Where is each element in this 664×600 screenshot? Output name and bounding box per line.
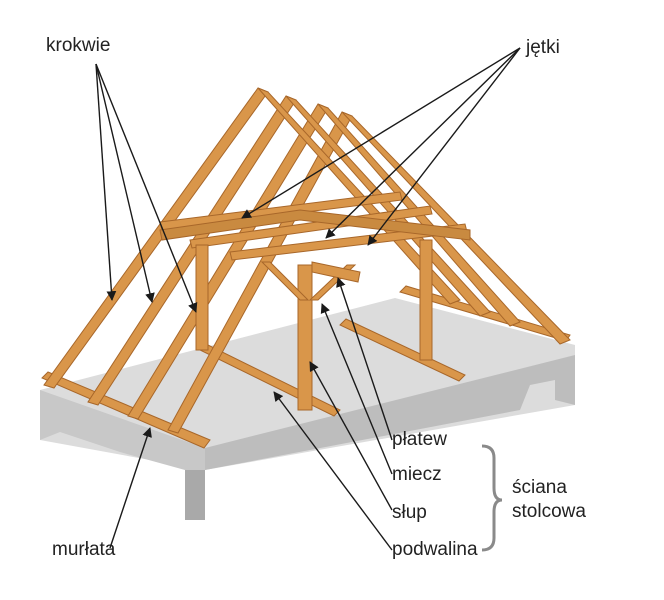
label-sciana-line1: ściana xyxy=(512,477,567,498)
label-murlata: murłata xyxy=(52,539,116,560)
arrow-murlata xyxy=(109,427,152,549)
grouping-brace xyxy=(481,444,503,552)
arrow-jetki-3 xyxy=(367,47,521,246)
arrow-krokwie-1 xyxy=(95,63,117,301)
arrow-platew xyxy=(336,277,393,441)
arrow-slup xyxy=(309,361,393,511)
arrow-jetki-1 xyxy=(241,47,521,219)
label-miecz: miecz xyxy=(392,464,442,485)
label-platew: płatew xyxy=(392,429,447,450)
arrow-krokwie-3 xyxy=(95,63,198,313)
braces xyxy=(260,261,361,301)
purlin xyxy=(159,209,471,241)
arrow-miecz xyxy=(320,303,393,475)
label-krokwie: krokwie xyxy=(46,35,111,56)
label-jetki: jętki xyxy=(526,37,560,58)
arrow-jetki-2 xyxy=(325,47,521,239)
label-sciana-line2: stolcowa xyxy=(512,501,586,522)
posts xyxy=(195,239,433,411)
label-arrows xyxy=(95,47,521,551)
arrow-podwalina xyxy=(273,391,393,551)
label-podwalina: podwalina xyxy=(392,539,478,560)
label-slup: słup xyxy=(392,502,427,523)
arrow-krokwie-2 xyxy=(95,63,155,303)
